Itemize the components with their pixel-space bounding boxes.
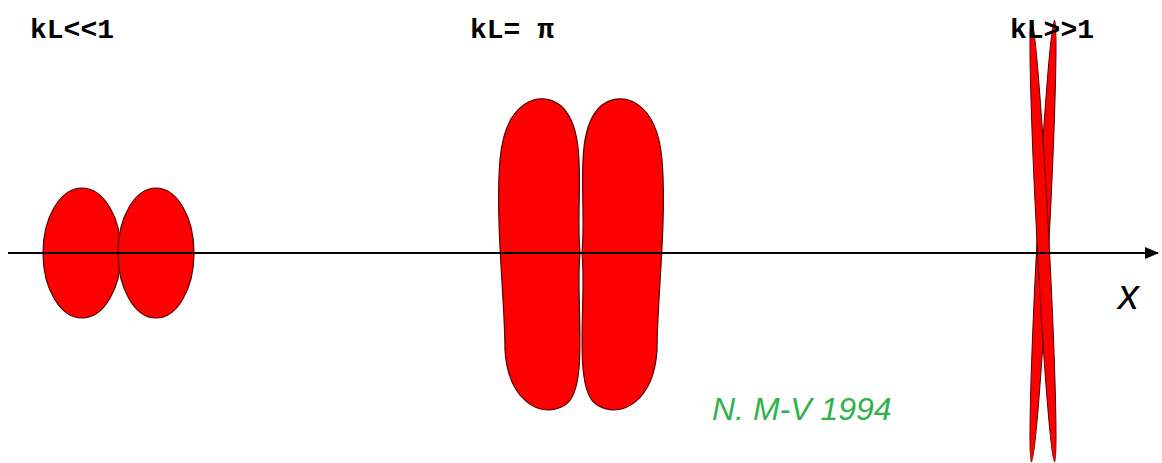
regime-label: kL= π bbox=[470, 16, 554, 47]
x-axis bbox=[8, 252, 1158, 254]
thin-lobe bbox=[1025, 20, 1060, 462]
citation-note: N. M-V 1994 bbox=[712, 392, 892, 427]
regime-label: kL<<1 bbox=[30, 16, 114, 47]
axis-label: x bbox=[1118, 272, 1139, 318]
thin-lobe bbox=[1025, 20, 1060, 462]
pi-lobe bbox=[499, 99, 580, 410]
pi-lobe bbox=[582, 99, 663, 410]
regime-label: kL>>1 bbox=[1010, 16, 1094, 47]
